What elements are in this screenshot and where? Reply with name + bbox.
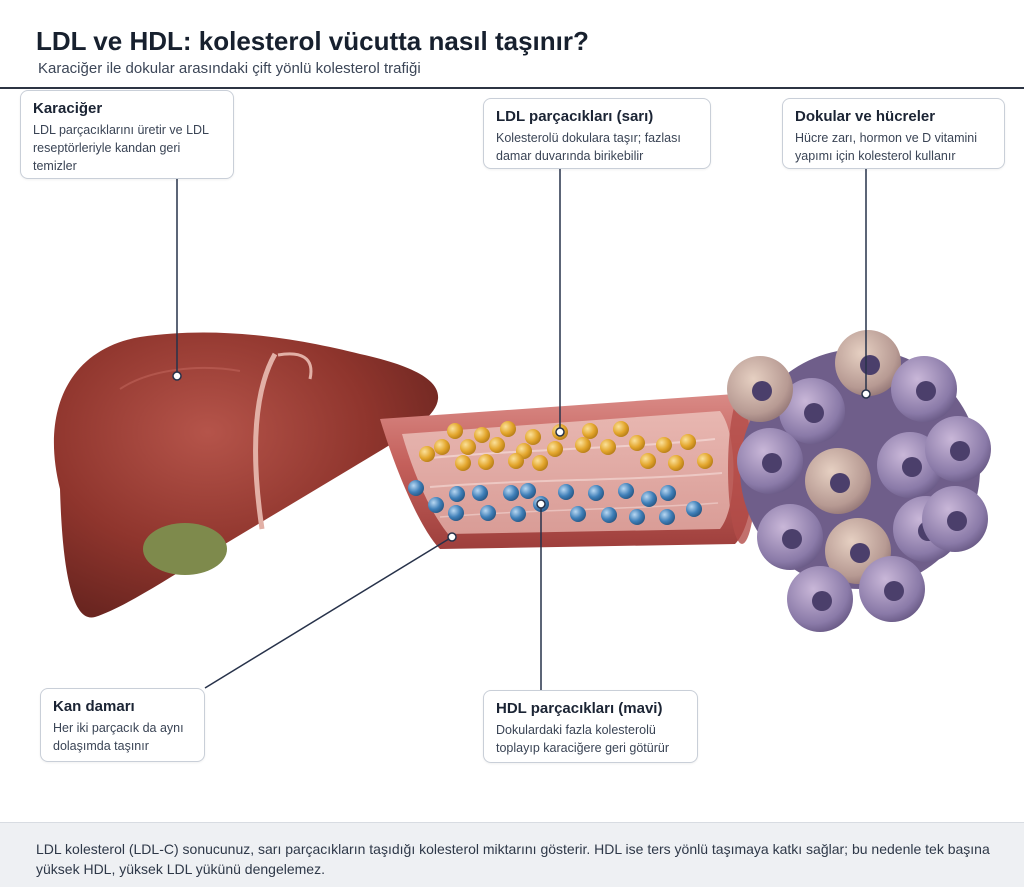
hdl-particle — [480, 505, 496, 521]
callout-ldl: LDL parçacıkları (sarı) Kolesterolü doku… — [483, 98, 711, 169]
tissue-cells — [727, 330, 991, 632]
hdl-particle — [558, 484, 574, 500]
liver-marker — [172, 371, 182, 381]
cell-nucleus — [950, 441, 970, 461]
hdl-particles — [408, 480, 702, 525]
hdl-particle — [601, 507, 617, 523]
footer-note: LDL kolesterol (LDL-C) sonucunuz, sarı p… — [0, 822, 1024, 887]
callout-tissue: Dokular ve hücreler Hücre zarı, hormon v… — [782, 98, 1005, 169]
ldl-particle — [419, 446, 435, 462]
ldl-particle — [474, 427, 490, 443]
hdl-marker — [536, 499, 546, 509]
ldl-particle — [447, 423, 463, 439]
hdl-particle — [472, 485, 488, 501]
hdl-particle — [660, 485, 676, 501]
footer-text: LDL kolesterol (LDL-C) sonucunuz, sarı p… — [36, 841, 990, 877]
ldl-marker — [555, 427, 565, 437]
gallbladder — [143, 523, 227, 575]
ldl-particle — [525, 429, 541, 445]
cell-nucleus — [812, 591, 832, 611]
callout-liver-text: LDL parçacıklarını üretir ve LDL reseptö… — [33, 123, 209, 173]
ldl-particle — [434, 439, 450, 455]
hdl-particle — [570, 506, 586, 522]
page-title: LDL ve HDL: kolesterol vücutta nasıl taş… — [36, 26, 589, 56]
ldl-particle — [460, 439, 476, 455]
cell-nucleus — [850, 543, 870, 563]
cell-nucleus — [884, 581, 904, 601]
cell-nucleus — [752, 381, 772, 401]
ldl-particle — [489, 437, 505, 453]
hdl-particle — [503, 485, 519, 501]
ldl-particle — [697, 453, 713, 469]
ldl-particle — [547, 441, 563, 457]
ldl-particle — [668, 455, 684, 471]
hdl-particle — [659, 509, 675, 525]
hdl-particle — [618, 483, 634, 499]
callout-tissue-text: Hücre zarı, hormon ve D vitamini yapımı … — [795, 131, 978, 163]
callout-ldl-title: LDL parçacıkları (sarı) — [496, 108, 654, 125]
ldl-particle — [680, 434, 696, 450]
vessel-marker — [447, 532, 457, 542]
callout-vessel-text: Her iki parçacık da aynı dolaşımda taşın… — [53, 721, 184, 753]
cell-nucleus — [916, 381, 936, 401]
cell-nucleus — [830, 473, 850, 493]
leader-lines — [172, 169, 871, 690]
callout-hdl-title: HDL parçacıkları (mavi) — [496, 700, 663, 717]
liver — [53, 332, 439, 618]
page-subtitle: Karaciğer ile dokular arasındaki çift yö… — [38, 60, 421, 77]
callout-tissue-title: Dokular ve hücreler — [795, 108, 936, 125]
ldl-particle — [582, 423, 598, 439]
ldl-particle — [656, 437, 672, 453]
callout-hdl-text: Dokulardaki fazla kolesterolü toplayıp k… — [496, 723, 670, 755]
tissue-marker — [861, 389, 871, 399]
cell-nucleus — [762, 453, 782, 473]
ldl-particle — [613, 421, 629, 437]
hdl-particle — [428, 497, 444, 513]
callout-vessel-title: Kan damarı — [53, 698, 135, 715]
hdl-particle — [448, 505, 464, 521]
hdl-particle — [686, 501, 702, 517]
callout-liver-title: Karaciğer — [33, 100, 103, 117]
ldl-particle — [508, 453, 524, 469]
hdl-particle — [588, 485, 604, 501]
cell-nucleus — [902, 457, 922, 477]
cholesterol-transport-illustration — [53, 169, 991, 690]
ldl-particle — [629, 435, 645, 451]
ldl-particle — [600, 439, 616, 455]
ldl-particle — [478, 454, 494, 470]
callout-vessel: Kan damarı Her iki parçacık da aynı dola… — [40, 688, 205, 762]
ldl-particle — [455, 455, 471, 471]
ldl-particle — [532, 455, 548, 471]
cell-nucleus — [947, 511, 967, 531]
hdl-particle — [520, 483, 536, 499]
ldl-particle — [575, 437, 591, 453]
callout-hdl: HDL parçacıkları (mavi) Dokulardaki fazl… — [483, 690, 698, 763]
hdl-particle — [641, 491, 657, 507]
illustration-area: Karaciğer LDL parçacıklarını üretir ve L… — [0, 89, 1024, 820]
blood-vessel — [380, 394, 756, 549]
ldl-particle — [640, 453, 656, 469]
cell-nucleus — [804, 403, 824, 423]
ldl-particle — [500, 421, 516, 437]
callout-ldl-text: Kolesterolü dokulara taşır; fazlası dama… — [496, 131, 681, 163]
hdl-particle — [449, 486, 465, 502]
callout-liver: Karaciğer LDL parçacıklarını üretir ve L… — [20, 90, 234, 179]
cell-nucleus — [860, 355, 880, 375]
cell-nucleus — [782, 529, 802, 549]
hdl-particle — [510, 506, 526, 522]
hdl-particle — [629, 509, 645, 525]
hdl-particle — [408, 480, 424, 496]
header: LDL ve HDL: kolesterol vücutta nasıl taş… — [0, 0, 1024, 90]
header-divider — [0, 87, 1024, 89]
